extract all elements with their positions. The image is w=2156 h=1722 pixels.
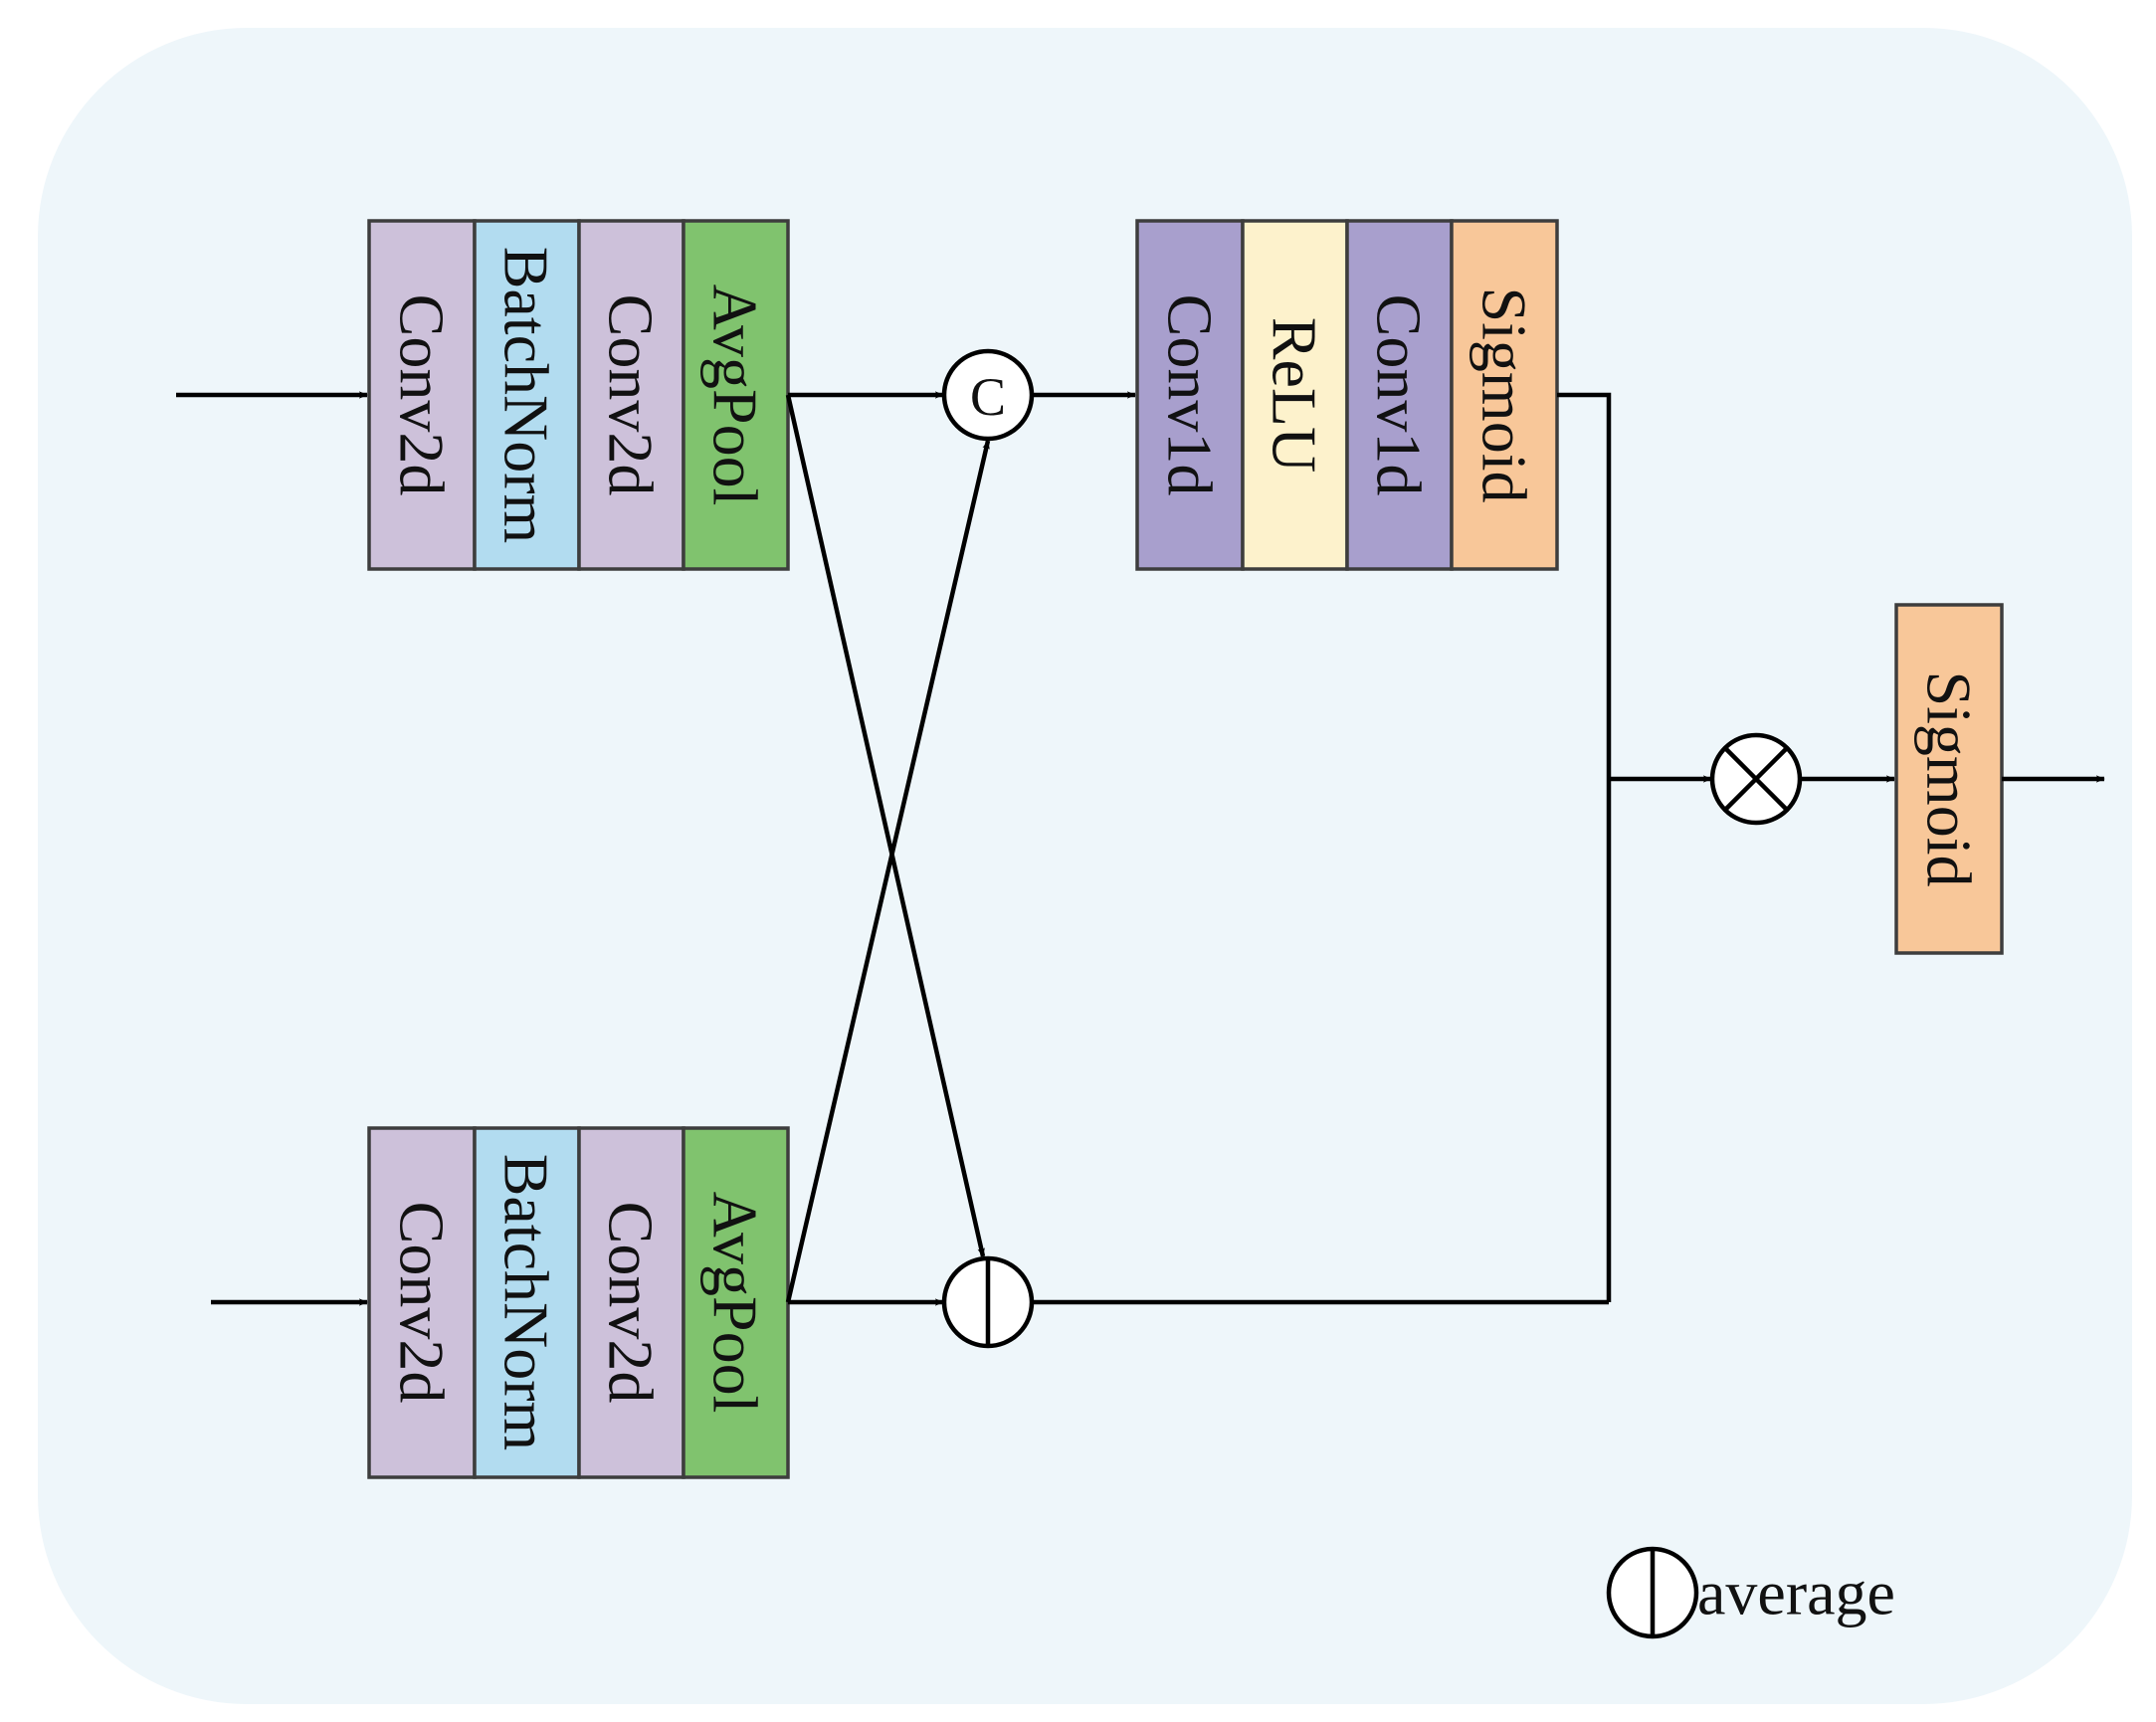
branch-top: Conv2d BatchNorm Conv2d AvgPool (367, 219, 790, 571)
average-icon (941, 1255, 1035, 1349)
attn-block-conv1d-1-label: Conv1d (1155, 294, 1226, 496)
legend-average-icon (1606, 1546, 1699, 1639)
bottom-block-conv2d-1-label: Conv2d (387, 1202, 458, 1404)
attn-block-sigmoid: Sigmoid (1450, 219, 1559, 571)
background-panel (38, 28, 2132, 1704)
attn-block-sigmoid-label: Sigmoid (1470, 287, 1540, 503)
top-block-avgpool: AvgPool (682, 219, 790, 571)
bottom-block-batchnorm: BatchNorm (473, 1126, 581, 1479)
attn-block-conv1d-2: Conv1d (1345, 219, 1454, 571)
top-block-batchnorm-label: BatchNorm (491, 247, 562, 544)
top-block-conv2d-2-label: Conv2d (596, 294, 667, 496)
top-block-conv2d-2: Conv2d (577, 219, 686, 571)
top-block-conv2d-1-label: Conv2d (387, 294, 458, 496)
top-block-avgpool-label: AvgPool (700, 285, 771, 506)
legend: average (1606, 1546, 1895, 1639)
output-sigmoid-block: Sigmoid (1894, 603, 2004, 955)
bottom-block-conv2d-2-label: Conv2d (596, 1202, 667, 1404)
bottom-block-avgpool: AvgPool (682, 1126, 790, 1479)
bottom-block-conv2d-1: Conv2d (367, 1126, 477, 1479)
attn-block-conv1d-2-label: Conv1d (1364, 294, 1435, 496)
top-block-batchnorm: BatchNorm (473, 219, 581, 571)
multiply-icon (1709, 732, 1803, 826)
attn-block-relu: ReLU (1241, 219, 1349, 571)
bottom-block-conv2d-2: Conv2d (577, 1126, 686, 1479)
attn-block-conv1d-1: Conv1d (1135, 219, 1245, 571)
top-block-conv2d-1: Conv2d (367, 219, 477, 571)
attention-stack: Conv1d ReLU Conv1d Sigmoid (1135, 219, 1559, 571)
connections (176, 391, 2105, 1306)
bottom-to-concat-cross-arrow (785, 440, 991, 1303)
concat-icon: C (941, 348, 1035, 442)
bottom-block-avgpool-label: AvgPool (700, 1192, 771, 1414)
attention-to-junction-line (1557, 392, 1612, 1302)
concat-symbol: C (970, 367, 1006, 427)
attn-block-relu-label: ReLU (1260, 317, 1330, 473)
top-to-average-cross-arrow (785, 394, 986, 1257)
output-sigmoid-label: Sigmoid (1914, 671, 1985, 887)
bottom-block-batchnorm-label: BatchNorm (491, 1154, 562, 1451)
legend-average-label: average (1697, 1558, 1895, 1628)
branch-bottom: Conv2d BatchNorm Conv2d AvgPool (367, 1126, 790, 1479)
